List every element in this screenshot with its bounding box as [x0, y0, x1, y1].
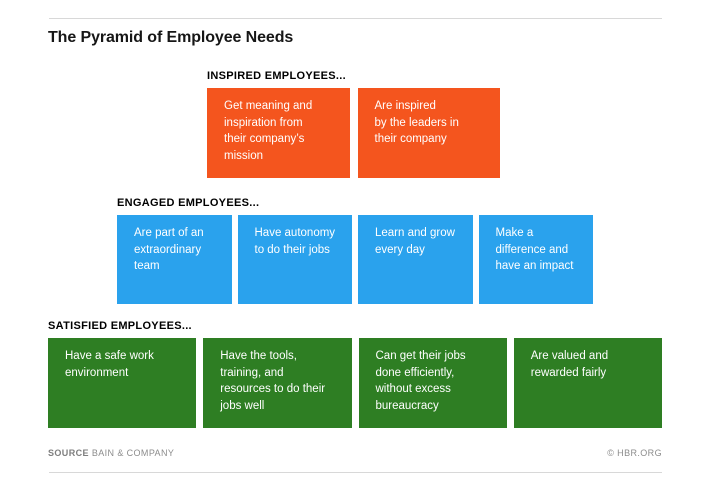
engaged-box-autonomy: Have autonomy to do their jobs [237, 215, 352, 304]
engaged-box-impact: Make a difference and have an impact [478, 215, 593, 304]
satisfied-box-safe-environment: Have a safe work environment [48, 338, 197, 428]
tier-engaged: ENGAGED EMPLOYEES... Are part of an extr… [117, 198, 593, 304]
inspired-box-leaders: Are inspired by the leaders in their com… [357, 88, 500, 178]
engaged-box-team: Are part of an extraordinary team [117, 215, 232, 304]
tier-engaged-row: Are part of an extraordinary team Have a… [117, 215, 593, 304]
copyright-credit: © HBR.ORG [607, 448, 662, 458]
source-attribution: SOURCE BAIN & COMPANY [48, 448, 174, 458]
tier-satisfied-label: SATISFIED EMPLOYEES... [48, 320, 192, 332]
top-divider [49, 18, 662, 19]
source-value: BAIN & COMPANY [91, 448, 175, 458]
tier-satisfied-row: Have a safe work environment Have the to… [48, 338, 662, 428]
tier-inspired-row: Get meaning and inspiration from their c… [207, 88, 500, 178]
tier-engaged-label: ENGAGED EMPLOYEES... [117, 197, 260, 209]
inspired-box-mission: Get meaning and inspiration from their c… [207, 88, 350, 178]
tier-inspired: INSPIRED EMPLOYEES... Get meaning and in… [207, 71, 500, 178]
tier-satisfied: SATISFIED EMPLOYEES... Have a safe work … [48, 321, 662, 428]
bottom-divider [49, 472, 662, 473]
page-title: The Pyramid of Employee Needs [48, 29, 294, 46]
satisfied-box-rewarded: Are valued and rewarded fairly [513, 338, 662, 428]
satisfied-box-efficiency: Can get their jobs done efficiently, wit… [358, 338, 507, 428]
engaged-box-learn-grow: Learn and grow every day [358, 215, 473, 304]
satisfied-box-tools-training: Have the tools, training, and resources … [203, 338, 352, 428]
tier-inspired-label: INSPIRED EMPLOYEES... [207, 70, 346, 82]
source-label: SOURCE [48, 448, 89, 458]
